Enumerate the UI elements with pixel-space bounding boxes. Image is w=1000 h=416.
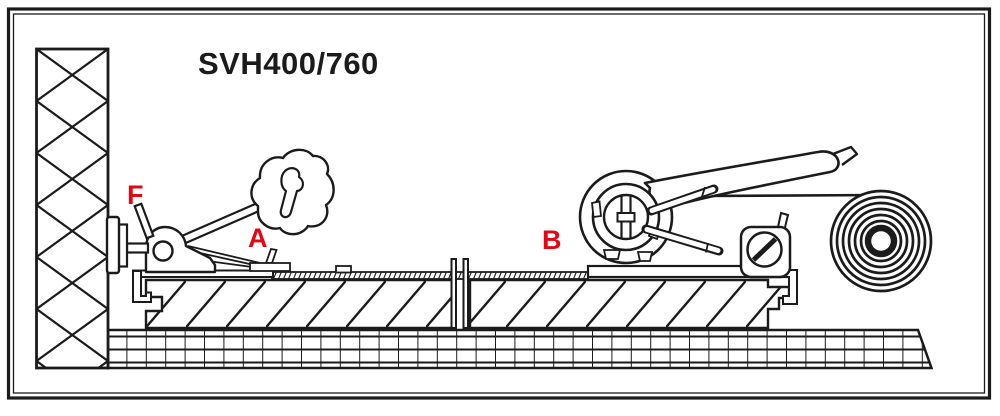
label-b: B xyxy=(542,225,562,255)
strap-to-coil xyxy=(702,193,882,198)
mounting-bracket xyxy=(739,211,792,279)
subfloor-grid xyxy=(106,328,934,370)
ratchet-assembly xyxy=(578,145,882,305)
key-handle xyxy=(250,148,335,236)
model-title: SVH400/760 xyxy=(198,46,379,81)
release-rod-upper xyxy=(646,184,719,216)
label-f: F xyxy=(127,180,144,210)
label-a: A xyxy=(248,223,268,253)
ratchet-drum xyxy=(591,182,662,252)
frame-border xyxy=(6,7,992,400)
tension-pin xyxy=(133,202,155,240)
wall-section xyxy=(35,47,110,370)
floorboard-right xyxy=(468,278,791,330)
release-rod-lower xyxy=(641,224,724,256)
board-joint-gap xyxy=(450,258,469,329)
wall-clamp-assembly xyxy=(105,148,352,303)
board-end-hook xyxy=(782,269,798,305)
lever-arm xyxy=(167,199,267,251)
strap-coil xyxy=(829,189,933,293)
lever-hook-tip xyxy=(832,145,859,166)
floorboard-left xyxy=(144,278,457,330)
tension-strap-flat xyxy=(271,271,589,280)
pressure-foot xyxy=(249,247,291,272)
pivot-body xyxy=(144,225,217,274)
wall-pressure-pad xyxy=(105,215,150,275)
